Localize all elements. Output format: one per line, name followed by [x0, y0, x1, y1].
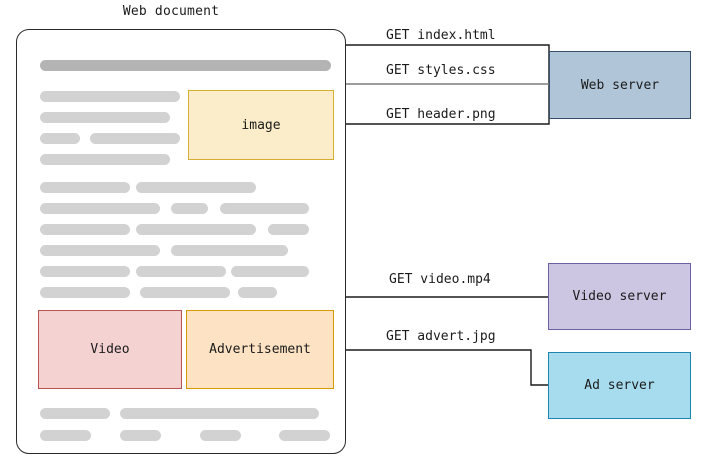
skeleton-bar — [136, 266, 226, 277]
skeleton-bar — [40, 245, 160, 256]
skeleton-bar — [136, 224, 256, 235]
skeleton-bar — [40, 182, 130, 193]
request-label-header-png: GET header.png — [383, 107, 499, 122]
skeleton-bar — [40, 112, 170, 123]
skeleton-bar — [220, 203, 309, 214]
skeleton-bar — [40, 430, 91, 441]
skeleton-bar — [171, 245, 288, 256]
wire-advert-jpg — [334, 349, 548, 386]
skeleton-bar — [40, 287, 130, 298]
document-box-image[interactable]: image — [188, 90, 334, 160]
skeleton-bar — [268, 224, 309, 235]
skeleton-bar — [90, 133, 180, 144]
skeleton-bar — [120, 430, 161, 441]
server-box-ad[interactable]: Ad server — [548, 352, 691, 419]
skeleton-bar — [40, 266, 130, 277]
skeleton-bar — [40, 203, 160, 214]
skeleton-bar — [40, 408, 110, 419]
skeleton-bar — [200, 430, 241, 441]
skeleton-bar — [171, 203, 208, 214]
document-box-video[interactable]: Video — [38, 310, 182, 389]
skeleton-bar — [120, 408, 319, 419]
skeleton-bar — [40, 224, 130, 235]
request-label-video-mp4: GET video.mp4 — [386, 272, 494, 287]
request-label-index-html: GET index.html — [383, 28, 499, 43]
skeleton-bar — [279, 430, 330, 441]
skeleton-bar — [40, 60, 331, 71]
server-box-video[interactable]: Video server — [548, 263, 691, 330]
request-label-styles-css: GET styles.css — [383, 63, 499, 78]
skeleton-bar — [136, 182, 256, 193]
skeleton-bar — [40, 133, 80, 144]
server-box-web[interactable]: Web server — [549, 51, 691, 119]
skeleton-bar — [140, 287, 230, 298]
skeleton-bar — [231, 266, 309, 277]
skeleton-bar — [238, 287, 277, 298]
skeleton-bar — [40, 91, 180, 102]
skeleton-bar — [40, 154, 170, 165]
request-label-advert-jpg: GET advert.jpg — [383, 329, 499, 344]
web-document-title: Web document — [122, 4, 220, 19]
document-box-advertisement[interactable]: Advertisement — [186, 310, 334, 389]
